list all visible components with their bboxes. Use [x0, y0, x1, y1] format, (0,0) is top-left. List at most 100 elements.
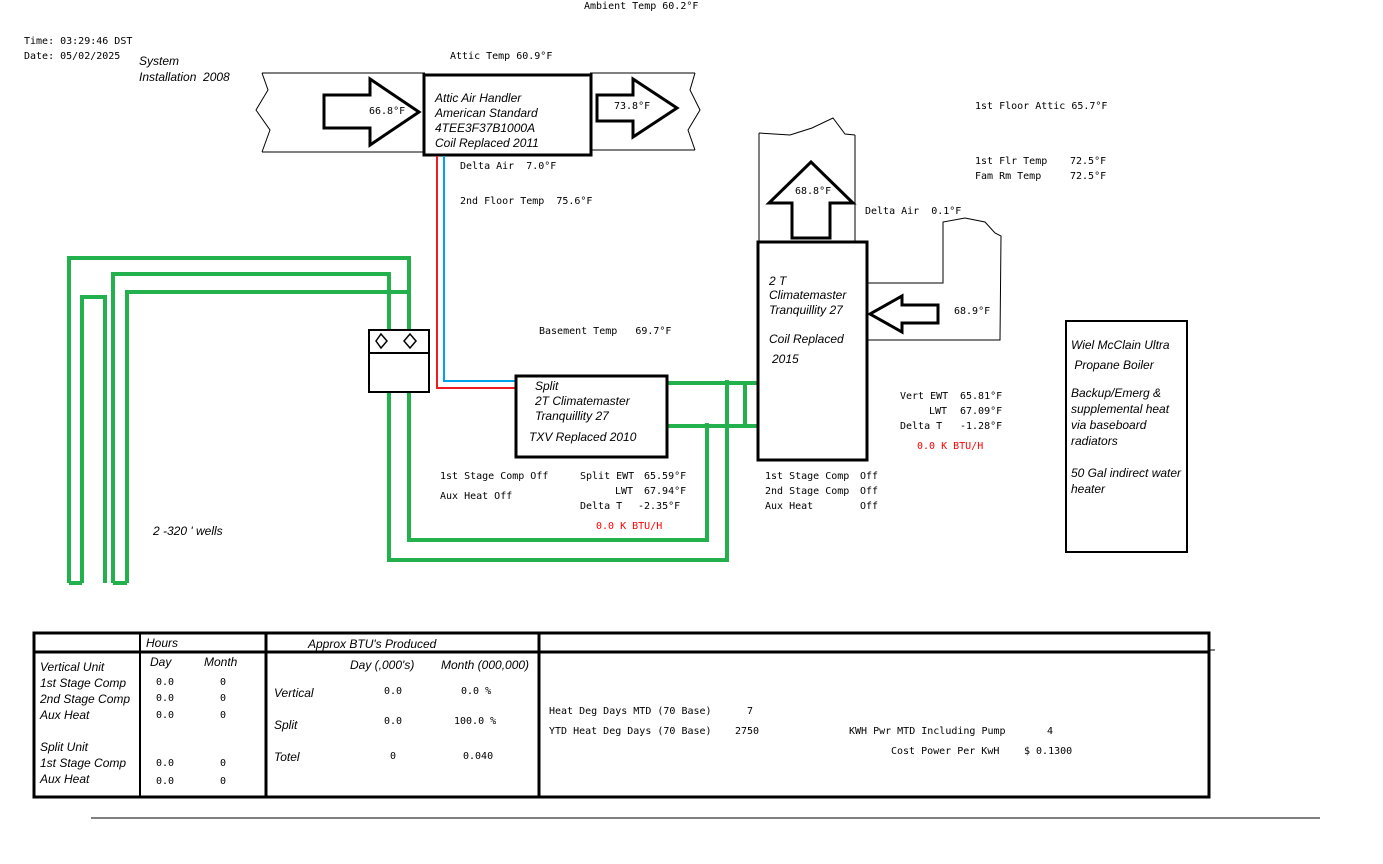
vert-delta-value: -1.28°F — [960, 421, 1003, 432]
row-label: 2nd Stage Comp — [40, 692, 131, 706]
attic-inlet-arrow — [322, 76, 422, 148]
btu-row-month: 0.0 % — [461, 686, 492, 697]
boiler-line1: Wiel McClain Ultra — [1071, 338, 1170, 352]
attic-handler-line3: 4TEE3F37B1000A — [435, 121, 536, 135]
attic-duct — [255, 72, 701, 153]
current-date: Date: 05/02/2025 — [24, 51, 121, 62]
attic-inlet-temp: 66.8°F — [369, 106, 406, 117]
row-day: 0.0 — [156, 776, 175, 787]
vertical-aux-status: Off — [860, 501, 879, 512]
btu-row-month: 0.040 — [463, 751, 494, 762]
attic-temp: Attic Temp 60.9°F — [450, 51, 553, 62]
boiler-line9: 50 Gal indirect water — [1071, 466, 1182, 480]
vert-ewt-label: Vert EWT — [900, 391, 949, 402]
attic-delta-air: Delta Air 7.0°F — [460, 161, 557, 172]
split-txv-note: TXV Replaced 2010 — [529, 430, 637, 444]
boiler-line10: heater — [1071, 482, 1106, 496]
row-month: 0 — [220, 776, 227, 787]
vertical-unit-box — [756, 240, 869, 462]
row-month: 0 — [220, 677, 227, 688]
split-aux-status: Aux Heat Off — [440, 491, 513, 502]
attic-handler-line2: American Standard — [435, 106, 538, 120]
boiler-line7: radiators — [1071, 434, 1118, 448]
vertical-return-arrow — [866, 293, 940, 335]
refrigerant-line-red — [436, 156, 518, 389]
pump-box — [368, 329, 430, 393]
btu-header: Approx BTU's Produced — [308, 637, 437, 651]
vertical-aux-label: Aux Heat — [765, 501, 814, 512]
install-label-line2: Installation 2008 — [139, 70, 230, 84]
boiler-line2: Propane Boiler — [1071, 358, 1154, 372]
attic-handler-line4: Coil Replaced 2011 — [435, 136, 539, 150]
vertical-supply-temp: 68.8°F — [795, 186, 832, 197]
btu-row-day: 0.0 — [384, 686, 403, 697]
boiler-box — [1065, 320, 1188, 553]
vertical-stage2-status: Off — [860, 486, 879, 497]
kwh-mtd-value: 4 — [1047, 726, 1054, 737]
row-day: 0.0 — [156, 693, 175, 704]
vertical-stage1-status: Off — [860, 471, 879, 482]
stats-table-frame — [32, 631, 1320, 819]
row-day: 0.0 — [156, 710, 175, 721]
split-unit-line2: 2T Climatemaster — [535, 394, 630, 408]
split-delta-label: Delta T — [580, 501, 623, 512]
split-btu-rate: 0.0 K BTU/H — [596, 521, 663, 532]
second-floor-temp: 2nd Floor Temp 75.6°F — [460, 196, 593, 207]
ytd-hdd-label: YTD Heat Deg Days (70 Base) — [549, 726, 712, 737]
ambient-temp: Ambient Temp 60.2°F — [584, 1, 699, 12]
row-day: 0.0 — [156, 677, 175, 688]
vert-ewt-value: 65.81°F — [960, 391, 1003, 402]
attic-outlet-arrow — [595, 76, 680, 140]
row-label: 1st Stage Comp — [40, 756, 127, 770]
install-label-line1: System — [139, 54, 180, 68]
vertical-unit-line1: 2 T — [769, 274, 787, 288]
row-day: 0.0 — [156, 758, 175, 769]
vertical-supply-arrow — [765, 159, 857, 240]
split-ewt-value: 65.59°F — [644, 471, 687, 482]
family-room-temp-value: 72.5°F — [1070, 171, 1107, 182]
cost-per-kwh-value: $ 0.1300 — [1024, 746, 1073, 757]
split-lwt-label: LWT — [615, 486, 634, 497]
wells-piping — [67, 256, 760, 585]
wells-label: 2 -320 ' wells — [153, 524, 223, 538]
split-unit-line3: Tranquillity 27 — [535, 409, 609, 423]
ytd-hdd-value: 2750 — [735, 726, 760, 737]
boiler-line5: supplemental heat — [1071, 402, 1170, 416]
btu-row-day: 0.0 — [384, 716, 403, 727]
vertical-unit-line6: 2015 — [772, 352, 799, 366]
btu-row-day: 0 — [390, 751, 397, 762]
vertical-unit-line3: Tranquillity 27 — [769, 303, 843, 317]
hours-month-header: Month — [204, 655, 238, 669]
split-unit-line1: Split — [535, 379, 559, 393]
first-floor-temp-label: 1st Flr Temp — [975, 156, 1048, 167]
split-unit-heading: Split Unit — [40, 740, 89, 754]
split-lwt-value: 67.94°F — [644, 486, 687, 497]
attic-air-handler-box — [422, 73, 593, 157]
btu-month-header: Month (000,000) — [441, 658, 530, 672]
btu-row-label: Split — [274, 718, 298, 732]
vertical-unit-line2: Climatemaster — [769, 288, 847, 302]
hdd-mtd-value: 7 — [747, 706, 754, 717]
vertical-btu-rate: 0.0 K BTU/H — [917, 441, 984, 452]
btu-row-label: Totel — [274, 750, 300, 764]
split-unit-box — [514, 374, 669, 459]
attic-handler-line1: Attic Air Handler — [435, 91, 522, 105]
hours-header: Hours — [146, 636, 179, 650]
first-floor-temp-value: 72.5°F — [1070, 156, 1107, 167]
boiler-line6: via baseboard — [1071, 418, 1147, 432]
attic-outlet-temp: 73.8°F — [614, 101, 651, 112]
btu-day-header: Day (,000's) — [350, 658, 415, 672]
split-stage1-status: 1st Stage Comp Off — [440, 471, 549, 482]
row-month: 0 — [220, 710, 227, 721]
vertical-return-duct — [867, 217, 1002, 341]
row-month: 0 — [220, 693, 227, 704]
split-delta-value: -2.35°F — [638, 501, 681, 512]
hdd-mtd-label: Heat Deg Days MTD (70 Base) — [549, 706, 712, 717]
current-time: Time: 03:29:46 DST — [24, 36, 133, 47]
row-label: Aux Heat — [40, 772, 90, 786]
vert-lwt-value: 67.09°F — [960, 406, 1003, 417]
row-label: Aux Heat — [40, 708, 90, 722]
vertical-unit-heading: Vertical Unit — [40, 660, 105, 674]
